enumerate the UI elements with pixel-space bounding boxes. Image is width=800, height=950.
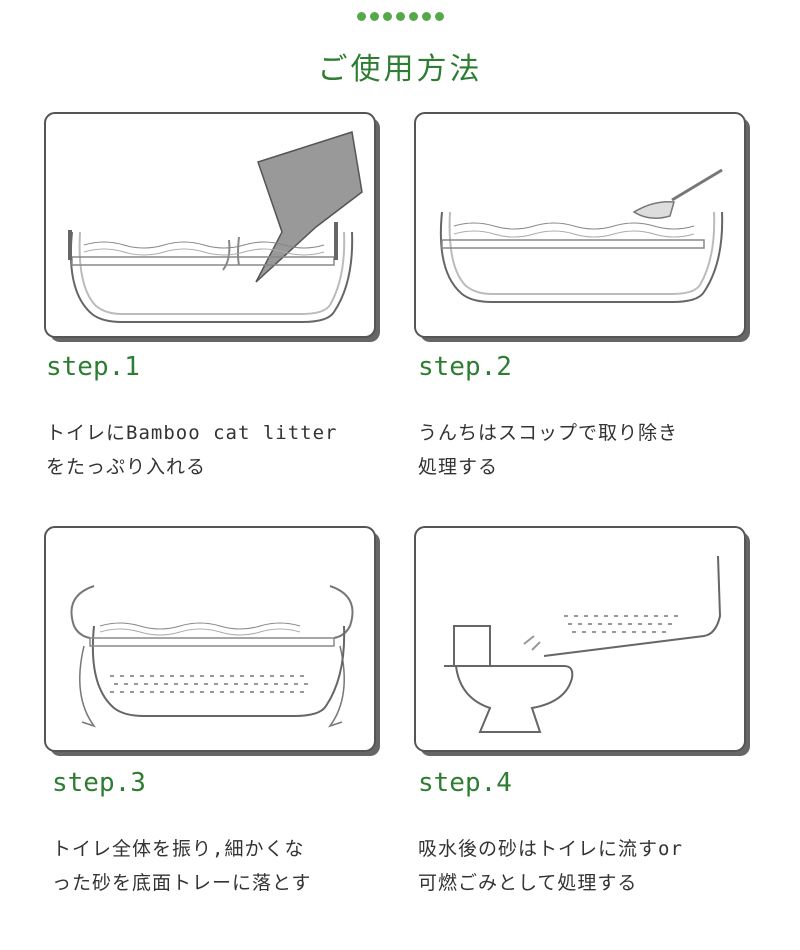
step2-illustration (414, 112, 752, 344)
step-description: うんちはスコップで取り除き 処理する (418, 416, 678, 484)
description-line: うんちはスコップで取り除き (418, 422, 679, 444)
step-label: step.1 (46, 352, 140, 382)
step-label: step.3 (52, 768, 146, 798)
step3-illustration (44, 526, 382, 758)
dot (369, 12, 379, 21)
shake-tray-icon (44, 526, 380, 756)
step4-illustration (414, 526, 752, 758)
step-label: step.4 (418, 768, 512, 798)
step-label: step.2 (418, 352, 512, 382)
step1-illustration (44, 112, 382, 344)
description-line: った砂を底面トレーに落とす (52, 872, 312, 894)
scoop-icon (414, 112, 750, 342)
step-description: 吸水後の砂はトイレに流すor 可燃ごみとして処理する (418, 832, 683, 900)
step-description: トイレにBamboo cat litter をたっぷり入れる (46, 416, 337, 484)
description-line: 可燃ごみとして処理する (418, 872, 638, 894)
page-title: ご使用方法 (317, 52, 483, 87)
dot (356, 12, 366, 21)
description-line: 吸水後の砂はトイレに流すor (418, 838, 683, 860)
description-line: トイレにBamboo cat litter (46, 422, 338, 444)
dot (421, 12, 431, 21)
pagination-dots (0, 12, 800, 21)
dot (434, 12, 444, 21)
description-line: トイレ全体を振り,細かくな (52, 838, 305, 860)
dot (395, 12, 405, 21)
description-line: をたっぷり入れる (46, 456, 207, 478)
dot (382, 12, 392, 21)
dot (408, 12, 418, 21)
toilet-flush-icon (414, 526, 750, 756)
description-line: 処理する (418, 456, 499, 478)
pouring-litter-icon (44, 112, 380, 342)
step-description: トイレ全体を振り,細かくな った砂を底面トレーに落とす (52, 832, 311, 900)
